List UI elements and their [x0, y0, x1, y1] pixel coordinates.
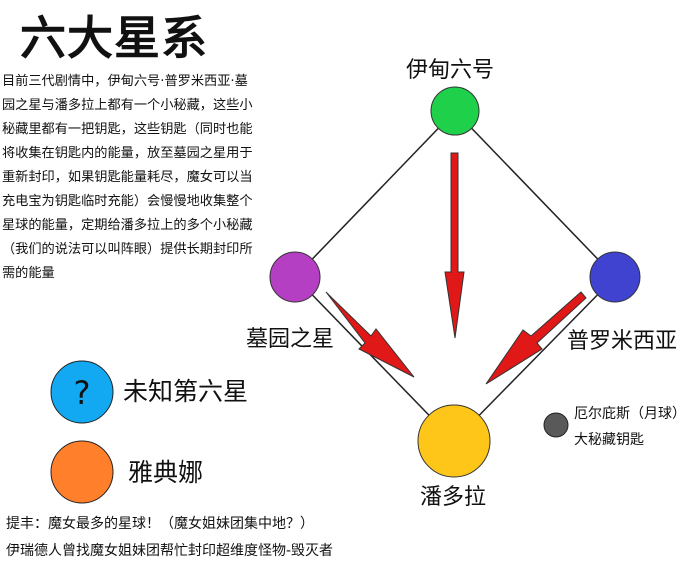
link-eden-promethea: [454, 110, 616, 278]
node-pandora: [417, 404, 491, 478]
label-promethea: 普罗米西亚: [567, 329, 678, 354]
label-eden6: 伊甸六号: [406, 58, 495, 83]
node-promethea: [589, 251, 641, 303]
label-cemetery: 墓园之星: [246, 327, 335, 352]
arrow-promethea-to-pandora: [485, 291, 587, 385]
legend-label-athena: 雅典娜: [128, 458, 204, 487]
legend-marker-athena: [50, 440, 114, 504]
legend-marker-unknown: [50, 360, 114, 424]
link-promethea-pandora: [453, 276, 616, 442]
node-elpis: [543, 412, 569, 438]
note-typhon: 提丰：魔女最多的星球！（魔女姐妹团集中地？）: [6, 516, 314, 532]
arrow-eden-to-pandora: [444, 152, 465, 339]
note-eridians: 伊瑞德人曾找魔女姐妹团帮忙封印超维度怪物-毁灭者: [6, 543, 334, 559]
description-text: 目前三代剧情中，伊甸六号·普罗米西亚·墓园之星与潘多拉上都有一个小秘藏，这些小秘…: [2, 74, 253, 281]
label-elpis: 厄尔庇斯（月球）: [574, 406, 686, 422]
node-cemetery: [269, 251, 321, 303]
label-elpis-key: 大秘藏钥匙: [574, 432, 644, 448]
link-cemetery-pandora: [294, 276, 455, 442]
node-eden6: [430, 86, 480, 136]
legend-label-unknown: 未知第六星: [123, 377, 249, 406]
page-title: 六大星系: [20, 11, 208, 65]
label-pandora: 潘多拉: [420, 485, 487, 510]
question-mark-icon: ?: [74, 374, 91, 412]
link-eden-cemetery: [294, 110, 456, 278]
arrow-cemetery-to-pandora: [325, 291, 415, 378]
